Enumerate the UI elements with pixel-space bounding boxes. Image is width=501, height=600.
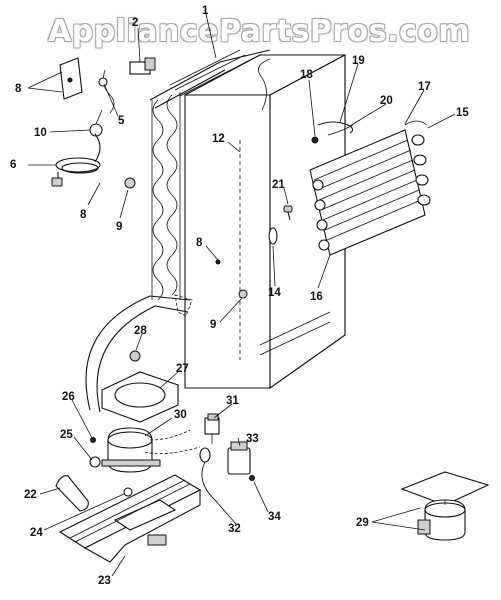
cabinet (184, 54, 346, 390)
callout-1: 1 (202, 5, 209, 17)
callout-27: 27 (176, 363, 189, 375)
callout-21: 21 (272, 179, 285, 191)
callout-12: 12 (212, 133, 225, 145)
mount-25 (89, 456, 101, 468)
callout-5: 5 (118, 115, 125, 127)
callout-9b: 9 (210, 319, 216, 331)
grommet-9-cabinet (238, 289, 248, 299)
callout-8a: 8 (15, 83, 22, 95)
overload-10 (89, 109, 103, 137)
power-cord-6 (51, 133, 101, 187)
bracket-8 (59, 57, 83, 100)
callout-8b: 8 (80, 209, 87, 221)
callout-30: 30 (174, 409, 187, 421)
callout-8c: 8 (196, 237, 203, 249)
part-14 (268, 227, 278, 245)
callout-23: 23 (98, 575, 111, 587)
grommet-9 (124, 177, 136, 189)
drain-pan-27 (101, 371, 179, 423)
callout-24: 24 (30, 527, 43, 539)
tube-20 (327, 124, 354, 136)
grommet-28 (129, 350, 141, 362)
callout-28: 28 (134, 325, 147, 337)
tube-19 (317, 121, 354, 134)
mount-grommet-24 (123, 487, 133, 497)
callout-6: 6 (10, 159, 16, 171)
callout-14: 14 (268, 287, 281, 299)
callout-25: 25 (60, 429, 73, 441)
callout-19: 19 (352, 55, 365, 67)
drier-22 (55, 475, 89, 512)
callout-32: 32 (228, 523, 241, 535)
relay-2 (129, 57, 156, 75)
compressor-30 (101, 427, 201, 473)
callout-22: 22 (24, 489, 37, 501)
leader-lines (27, 13, 456, 577)
overload-32 (199, 447, 218, 503)
callout-34: 34 (268, 511, 281, 523)
callout-16: 16 (310, 291, 323, 303)
base-plate-23 (58, 474, 202, 563)
clip-34 (249, 475, 255, 481)
callout-2: 2 (132, 17, 138, 29)
callout-15: 15 (456, 107, 469, 119)
wire-5 (98, 69, 115, 114)
callout-26: 26 (62, 391, 75, 403)
callout-29: 29 (356, 517, 369, 529)
compressor-assembly-29 (400, 471, 490, 541)
evaporator (309, 120, 431, 256)
callout-33: 33 (246, 433, 259, 445)
callout-17: 17 (418, 81, 431, 93)
callout-10: 10 (34, 127, 47, 139)
drain-tube (85, 294, 193, 413)
plug-21 (283, 205, 293, 221)
capacitor-33 (227, 441, 251, 475)
heater-clip-18 (311, 136, 319, 144)
clip-26 (90, 437, 96, 443)
callouts: 1 2 8 5 10 6 8 9 12 18 19 20 17 15 21 14… (10, 5, 469, 587)
screw-8-cabinet (215, 259, 221, 265)
callout-20: 20 (380, 95, 393, 107)
callout-18: 18 (300, 69, 313, 81)
callout-9a: 9 (116, 221, 122, 233)
relay-31 (204, 413, 220, 444)
condenser-tube (149, 49, 271, 301)
callout-31: 31 (226, 395, 239, 407)
